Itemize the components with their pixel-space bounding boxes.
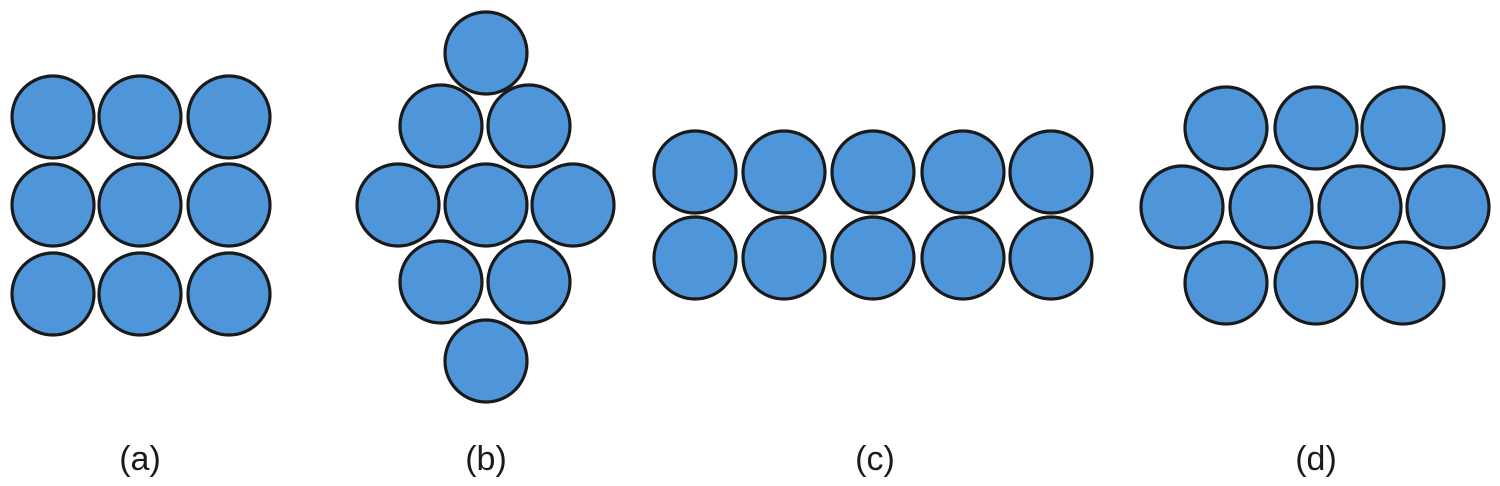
- disk-d-2: [1273, 85, 1359, 171]
- disk-b-1: [443, 10, 529, 96]
- disk-c-10: [1008, 215, 1094, 301]
- disk-c-3: [830, 129, 916, 215]
- panel-d: [1139, 85, 1491, 326]
- disk-a-3: [186, 74, 272, 160]
- panel-a: [10, 74, 272, 337]
- disk-d-3: [1360, 85, 1446, 171]
- panel-label-a: (a): [119, 440, 161, 478]
- disk-b-7: [398, 239, 484, 325]
- disk-c-7: [741, 215, 827, 301]
- panel-label-b: (b): [465, 440, 507, 478]
- disk-c-1: [652, 129, 738, 215]
- panel-b: [355, 10, 616, 404]
- disk-a-8: [97, 251, 183, 337]
- disk-d-5: [1228, 164, 1314, 250]
- panel-label-c: (c): [855, 440, 895, 478]
- disk-d-7: [1405, 164, 1491, 250]
- disk-b-5: [443, 162, 529, 248]
- panel-label-d: (d): [1295, 440, 1337, 478]
- disk-c-2: [741, 129, 827, 215]
- disk-c-4: [920, 129, 1006, 215]
- disk-a-4: [10, 162, 96, 248]
- disk-a-1: [10, 74, 96, 160]
- disk-a-9: [186, 251, 272, 337]
- disk-d-6: [1317, 164, 1403, 250]
- disk-d-1: [1183, 85, 1269, 171]
- disk-a-6: [186, 162, 272, 248]
- disk-a-5: [97, 162, 183, 248]
- disk-c-8: [830, 215, 916, 301]
- disk-b-9: [443, 318, 529, 404]
- disk-c-6: [652, 215, 738, 301]
- panel-c: [652, 129, 1094, 301]
- disk-c-9: [920, 215, 1006, 301]
- disk-b-6: [530, 162, 616, 248]
- disk-d-4: [1139, 164, 1225, 250]
- disk-d-8: [1183, 240, 1269, 326]
- disk-a-2: [97, 74, 183, 160]
- disk-b-3: [486, 83, 572, 169]
- disk-c-5: [1008, 129, 1094, 215]
- disk-d-10: [1360, 240, 1446, 326]
- disk-b-8: [486, 239, 572, 325]
- disk-b-2: [398, 83, 484, 169]
- disk-d-9: [1273, 240, 1359, 326]
- disk-a-7: [10, 251, 96, 337]
- disk-b-4: [355, 162, 441, 248]
